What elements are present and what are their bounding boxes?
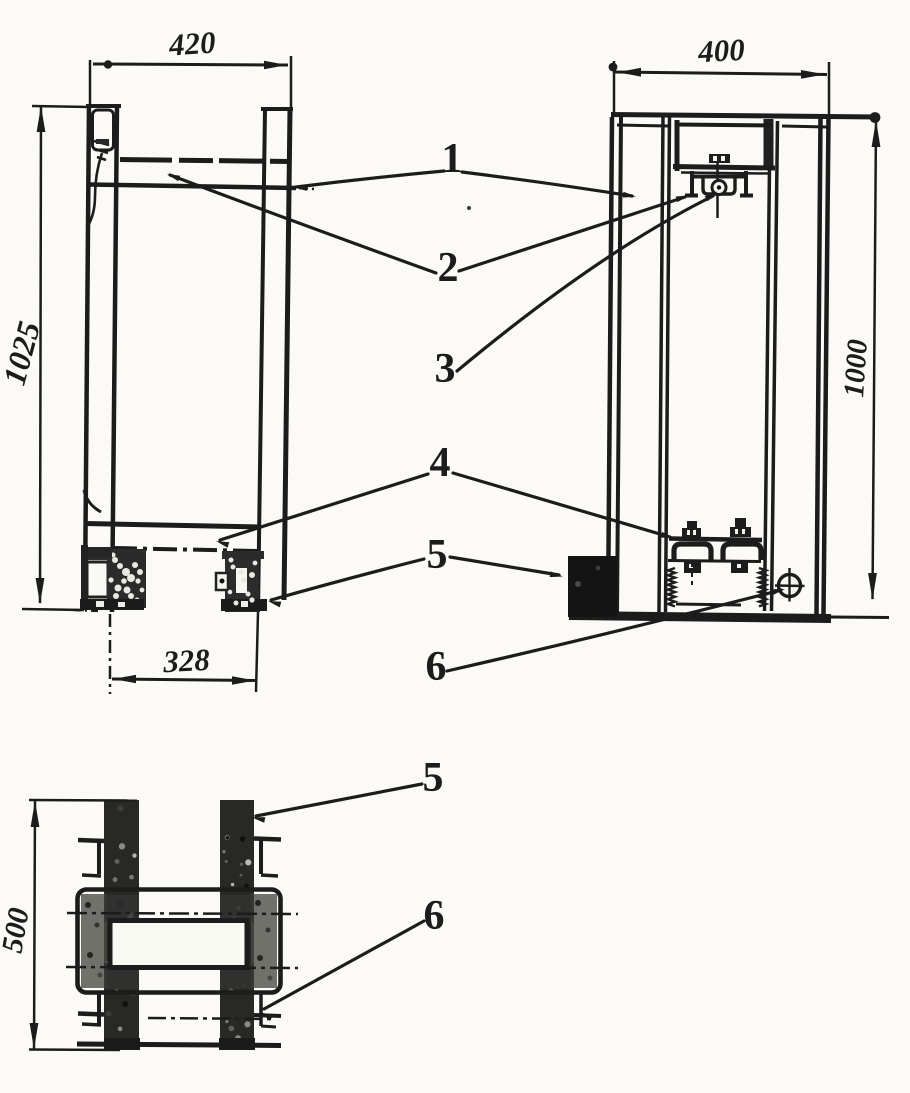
svg-text:2: 2: [438, 245, 459, 291]
svg-text:420: 420: [167, 24, 217, 62]
svg-text:4: 4: [430, 440, 451, 486]
svg-text:1000: 1000: [838, 338, 874, 398]
svg-text:6: 6: [426, 644, 447, 690]
svg-text:5: 5: [427, 532, 448, 578]
svg-text:1: 1: [442, 136, 463, 182]
svg-text:3: 3: [435, 346, 456, 392]
svg-text:5: 5: [423, 755, 444, 801]
svg-text:400: 400: [696, 32, 745, 69]
svg-text:6: 6: [424, 893, 445, 939]
svg-text:328: 328: [161, 642, 211, 679]
